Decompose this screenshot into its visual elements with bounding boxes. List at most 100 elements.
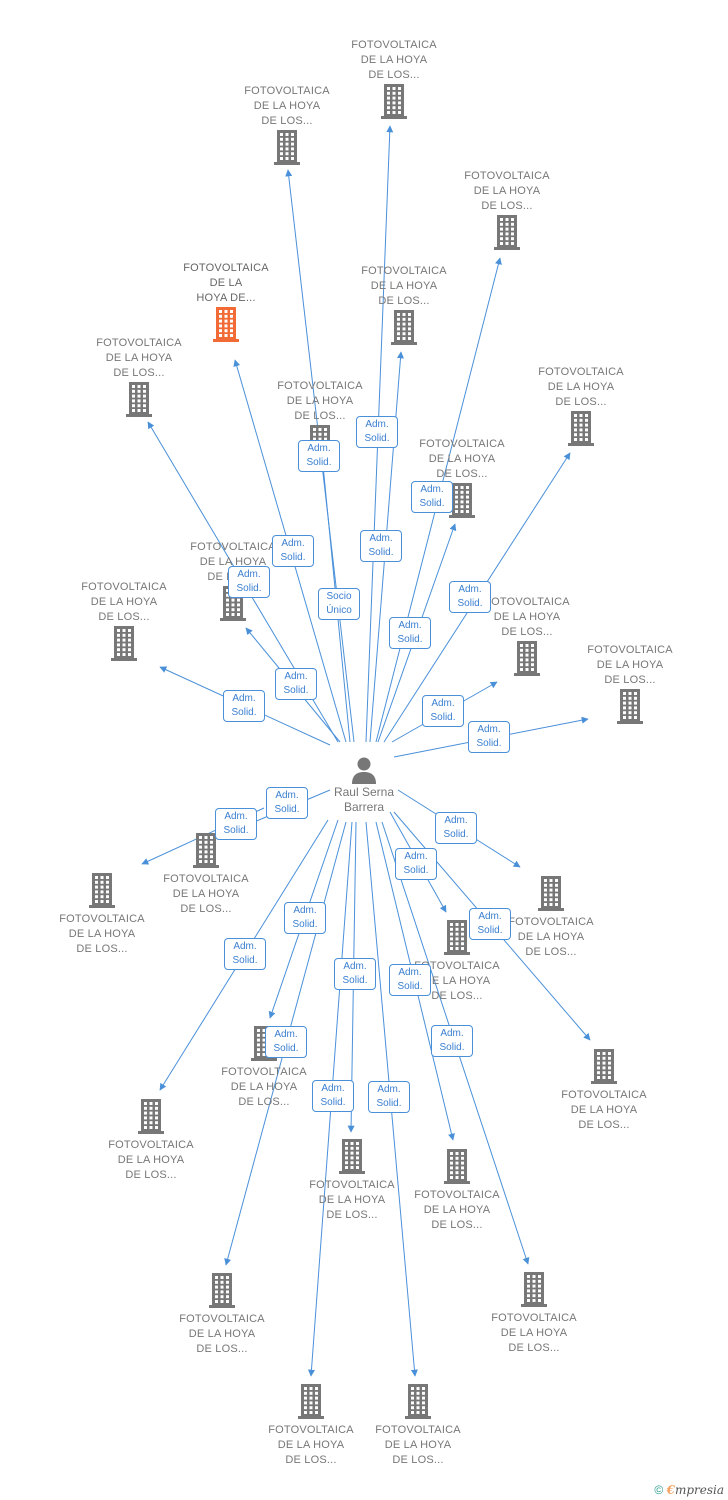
relation-label[interactable]: Adm. Solid.	[334, 958, 376, 990]
company-name: FOTOVOLTAICA DE LA HOYA DE LOS...	[464, 170, 550, 212]
company-name: FOTOVOLTAICA DE LA HOYA DE LOS...	[508, 916, 594, 958]
company-node[interactable]: FOTOVOLTAICA DE LA HOYA DE LOS...	[89, 336, 189, 417]
relation-label[interactable]: Adm. Solid.	[275, 668, 317, 700]
company-node[interactable]: FOTOVOLTAICA DE LA HOYA DE LOS...	[302, 1138, 402, 1223]
building-icon	[274, 130, 300, 165]
company-name: FOTOVOLTAICA DE LA HOYA DE LOS...	[96, 337, 182, 379]
person-icon	[352, 757, 376, 784]
company-node[interactable]: FOTOVOLTAICA DE LA HOYA DE LOS...	[368, 1383, 468, 1468]
relation-label[interactable]: Adm. Solid.	[389, 617, 431, 649]
company-name: FOTOVOLTAICA DE LA HOYA DE LOS...	[419, 438, 505, 480]
company-name: FOTOVOLTAICA DE LA HOYA DE LOS...	[268, 1424, 354, 1466]
company-name: FOTOVOLTAICA DE LA HOYA DE LOS...	[375, 1424, 461, 1466]
company-name: FOTOVOLTAICA DE LA HOYA DE LOS...	[538, 366, 624, 408]
company-node[interactable]: FOTOVOLTAICA DE LA HOYA DE LOS...	[344, 38, 444, 119]
relation-label[interactable]: Adm. Solid.	[272, 535, 314, 567]
company-name: FOTOVOLTAICA DE LA HOYA DE LOS...	[561, 1089, 647, 1131]
company-name: FOTOVOLTAICA DE LA HOYA DE LOS...	[179, 1313, 265, 1355]
building-icon	[568, 411, 594, 446]
company-name: FOTOVOLTAICA DE LA HOYA DE LOS...	[587, 644, 673, 686]
company-node[interactable]: FOTOVOLTAICA DE LA HOYA DE LOS...	[354, 264, 454, 345]
company-name: FOTOVOLTAICA DE LA HOYA DE LOS...	[221, 1066, 307, 1108]
company-name: FOTOVOLTAICA DE LA HOYA DE LOS...	[81, 581, 167, 623]
company-node[interactable]: FOTOVOLTAICA DE LA HOYA DE LOS...	[484, 1271, 584, 1356]
relation-label[interactable]: Adm. Solid.	[449, 581, 491, 613]
relation-label[interactable]: Adm. Solid.	[360, 530, 402, 562]
company-node[interactable]: FOTOVOLTAICA DE LA HOYA DE LOS...	[237, 84, 337, 165]
company-node[interactable]: FOTOVOLTAICA DE LA HOYA DE...	[176, 261, 276, 342]
company-node[interactable]: FOTOVOLTAICA DE LA HOYA DE LOS...	[501, 875, 601, 960]
company-node[interactable]: FOTOVOLTAICA DE LA HOYA DE LOS...	[412, 437, 512, 518]
relation-label[interactable]: Adm. Solid.	[356, 416, 398, 448]
company-node[interactable]: FOTOVOLTAICA DE LA HOYA DE LOS...	[261, 1383, 361, 1468]
company-node[interactable]: FOTOVOLTAICA DE LA HOYA DE LOS...	[531, 365, 631, 446]
relation-label[interactable]: Adm. Solid.	[468, 721, 510, 753]
company-name: FOTOVOLTAICA DE LA HOYA DE...	[183, 262, 269, 304]
company-node[interactable]: FOTOVOLTAICA DE LA HOYA DE LOS...	[74, 580, 174, 661]
building-icon	[339, 1139, 365, 1174]
company-node[interactable]: FOTOVOLTAICA DE LA HOYA DE LOS...	[52, 872, 152, 957]
company-name: FOTOVOLTAICA DE LA HOYA DE LOS...	[484, 596, 570, 638]
company-node[interactable]: FOTOVOLTAICA DE LA HOYA DE LOS...	[101, 1098, 201, 1183]
footer-brand[interactable]: © €mpresia	[654, 1483, 724, 1497]
building-icon	[126, 382, 152, 417]
relation-label[interactable]: Adm. Solid.	[284, 902, 326, 934]
company-name: FOTOVOLTAICA DE LA HOYA DE LOS...	[361, 265, 447, 307]
relation-label[interactable]: Adm. Solid.	[411, 481, 453, 513]
copyright-symbol: ©	[654, 1483, 664, 1497]
relation-label[interactable]: Adm. Solid.	[389, 964, 431, 996]
company-name: FOTOVOLTAICA DE LA HOYA DE LOS...	[244, 85, 330, 127]
company-name: FOTOVOLTAICA DE LA HOYA DE LOS...	[59, 913, 145, 955]
building-icon	[381, 84, 407, 119]
relation-label[interactable]: Adm. Solid.	[298, 440, 340, 472]
relation-label[interactable]: Adm. Solid.	[223, 690, 265, 722]
relation-label[interactable]: Adm. Solid.	[228, 566, 270, 598]
building-icon	[617, 689, 643, 724]
company-node[interactable]: FOTOVOLTAICA DE LA HOYA DE LOS...	[554, 1048, 654, 1133]
brand-logo: €mpresia	[667, 1483, 724, 1497]
building-icon	[405, 1384, 431, 1419]
building-icon	[138, 1099, 164, 1134]
company-name: FOTOVOLTAICA DE LA HOYA DE LOS...	[277, 380, 363, 422]
relation-label[interactable]: Adm. Solid.	[435, 812, 477, 844]
relation-label[interactable]: Adm. Solid.	[395, 848, 437, 880]
company-name: FOTOVOLTAICA DE LA HOYA DE LOS...	[491, 1312, 577, 1354]
building-icon	[111, 626, 137, 661]
relation-label[interactable]: Adm. Solid.	[224, 938, 266, 970]
company-name: FOTOVOLTAICA DE LA HOYA DE LOS...	[414, 1189, 500, 1231]
building-icon	[213, 307, 239, 342]
company-node[interactable]: FOTOVOLTAICA DE LA HOYA DE LOS...	[156, 832, 256, 917]
building-icon	[89, 873, 115, 908]
building-icon	[591, 1049, 617, 1084]
relation-label[interactable]: Adm. Solid.	[368, 1081, 410, 1113]
company-name: FOTOVOLTAICA DE LA HOYA DE LOS...	[108, 1139, 194, 1181]
company-node[interactable]: FOTOVOLTAICA DE LA HOYA DE LOS...	[477, 595, 577, 676]
relation-label[interactable]: Adm. Solid.	[215, 808, 257, 840]
building-icon	[209, 1273, 235, 1308]
person-name: Raul Serna Barrera	[333, 785, 395, 814]
relation-label[interactable]: Adm. Solid.	[469, 908, 511, 940]
company-name: FOTOVOLTAICA DE LA HOYA DE LOS...	[351, 39, 437, 81]
company-name: FOTOVOLTAICA DE LA HOYA DE LOS...	[163, 873, 249, 915]
company-name: FOTOVOLTAICA DE LA HOYA DE LOS...	[309, 1179, 395, 1221]
company-node[interactable]: FOTOVOLTAICA DE LA HOYA DE LOS...	[172, 1272, 272, 1357]
relation-label[interactable]: Socio Único	[318, 588, 360, 620]
relation-label[interactable]: Adm. Solid.	[312, 1080, 354, 1112]
relation-label[interactable]: Adm. Solid.	[422, 695, 464, 727]
company-node[interactable]: FOTOVOLTAICA DE LA HOYA DE LOS...	[457, 169, 557, 250]
person-node[interactable]: Raul Serna Barrera	[312, 755, 416, 815]
building-icon	[444, 920, 470, 955]
relation-label[interactable]: Adm. Solid.	[431, 1025, 473, 1057]
building-icon	[514, 641, 540, 676]
building-icon	[449, 483, 475, 518]
building-icon	[298, 1384, 324, 1419]
company-node[interactable]: FOTOVOLTAICA DE LA HOYA DE LOS...	[580, 643, 680, 724]
building-icon	[521, 1272, 547, 1307]
building-icon	[444, 1149, 470, 1184]
company-node[interactable]: FOTOVOLTAICA DE LA HOYA DE LOS...	[407, 1148, 507, 1233]
building-icon	[193, 833, 219, 868]
building-icon	[538, 876, 564, 911]
relation-label[interactable]: Adm. Solid.	[266, 787, 308, 819]
relation-label[interactable]: Adm. Solid.	[265, 1026, 307, 1058]
